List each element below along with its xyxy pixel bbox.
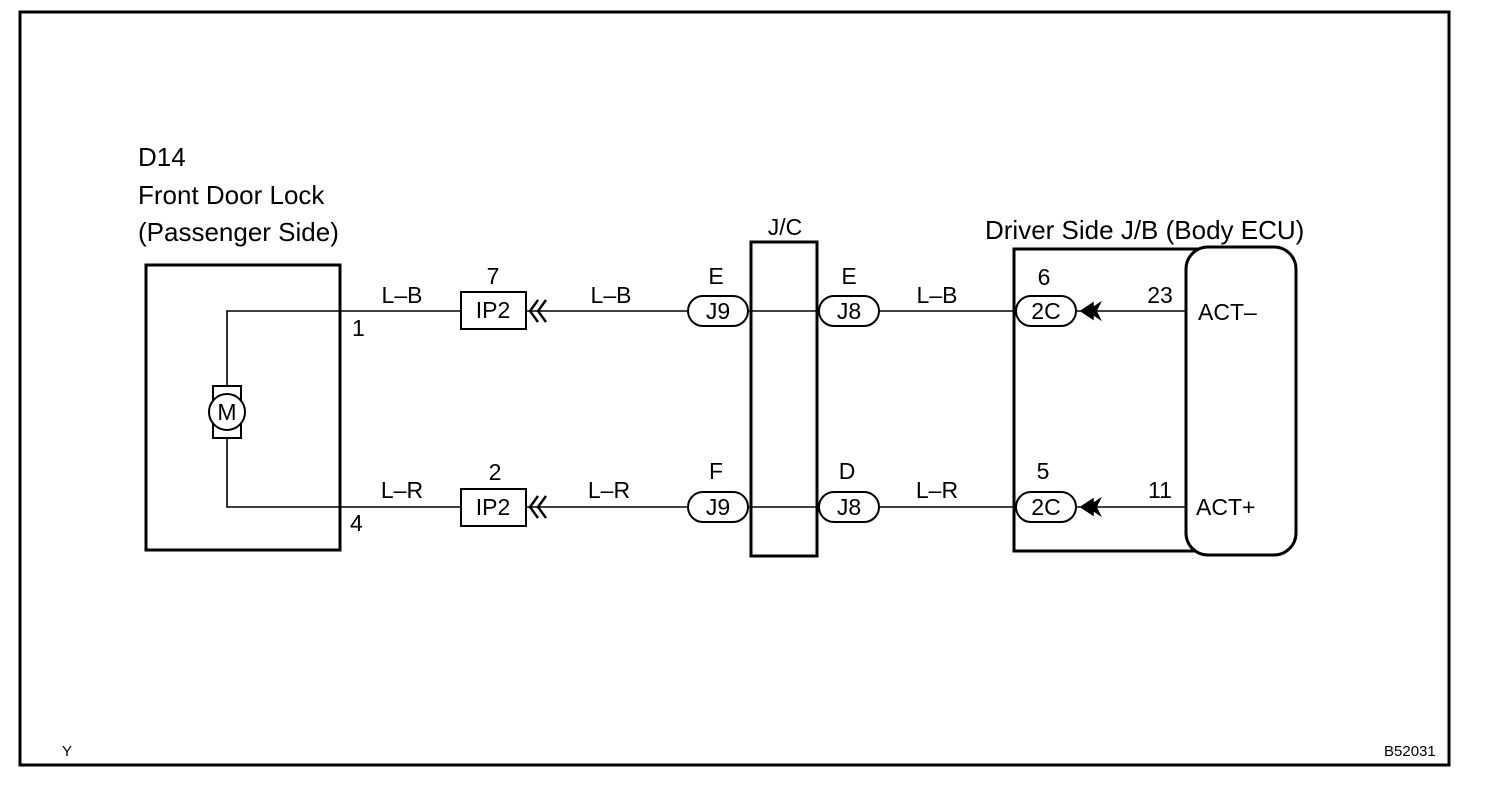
- c2-top-label: 2C: [1031, 298, 1060, 324]
- j9-bottom-label: J9: [706, 494, 730, 520]
- j9-bottom-pin: F: [709, 458, 723, 484]
- wire-top-color-mid: L–B: [591, 282, 632, 308]
- j9-top-connector: [687, 295, 749, 327]
- body-ecu-box: [1184, 245, 1298, 557]
- corner-left-mark: Y: [62, 743, 72, 760]
- door-lock-pin-top: 1: [352, 315, 365, 341]
- ip2-top-label: IP2: [476, 297, 511, 323]
- j9-top-label: J9: [706, 298, 730, 324]
- j9-bottom-connector: [687, 491, 749, 523]
- c2-top-arrow-icon: [1079, 300, 1102, 322]
- jb-label: Driver Side J/B (Body ECU): [985, 215, 1304, 245]
- ip2-bottom-pin: 2: [489, 459, 502, 485]
- c2-bottom-arrow-icon: [1079, 496, 1102, 518]
- c2-top-connector: [1015, 295, 1077, 327]
- door-lock-side: (Passenger Side): [138, 217, 339, 247]
- ecu-pin-top: 23: [1147, 282, 1173, 308]
- j8-bottom-pin: D: [839, 458, 856, 484]
- j8-top-pin: E: [841, 263, 856, 289]
- wire-bottom-color-left: L–R: [381, 477, 423, 503]
- ecu-pin-bottom: 11: [1148, 477, 1172, 503]
- jc-box: [749, 240, 819, 558]
- c2-bottom-connector: [1015, 491, 1077, 523]
- motor-label: M: [217, 399, 236, 425]
- c2-bottom-pin: 5: [1037, 458, 1050, 484]
- motor-wire-top: [226, 310, 340, 386]
- ip2-top-chevron-icon: [528, 299, 547, 323]
- c2-bottom-label: 2C: [1031, 494, 1060, 520]
- j8-top-label: J8: [837, 298, 861, 324]
- wire-bottom-color-mid: L–R: [588, 477, 630, 503]
- j9-top-pin: E: [708, 263, 723, 289]
- ip2-bottom-connector: [460, 488, 527, 527]
- ecu-terminal-top: ACT–: [1198, 299, 1257, 325]
- j8-top-connector: [818, 295, 880, 327]
- ip2-top-connector: [460, 291, 527, 330]
- figure-code: B52031: [1384, 743, 1436, 760]
- door-lock-pin-bottom: 4: [350, 510, 363, 536]
- ip2-bottom-chevron-icon: [528, 495, 547, 519]
- ip2-bottom-label: IP2: [476, 494, 511, 520]
- door-lock-box: [144, 263, 342, 552]
- door-lock-name: Front Door Lock: [138, 180, 325, 210]
- j8-bottom-label: J8: [837, 494, 861, 520]
- ecu-terminal-bottom: ACT+: [1196, 494, 1255, 520]
- motor-wire-bottom: [226, 438, 340, 508]
- door-lock-code: D14: [138, 142, 186, 172]
- c2-top-pin: 6: [1038, 264, 1051, 290]
- jc-label: J/C: [768, 214, 803, 240]
- j8-bottom-connector: [818, 491, 880, 523]
- wire-bottom-color-right: L–R: [916, 477, 958, 503]
- motor-icon: [208, 393, 246, 431]
- diagram-frame: [18, 10, 1451, 767]
- wire-top-color-left: L–B: [382, 282, 423, 308]
- wire-top-color-right: L–B: [917, 282, 958, 308]
- ip2-top-pin: 7: [487, 263, 500, 289]
